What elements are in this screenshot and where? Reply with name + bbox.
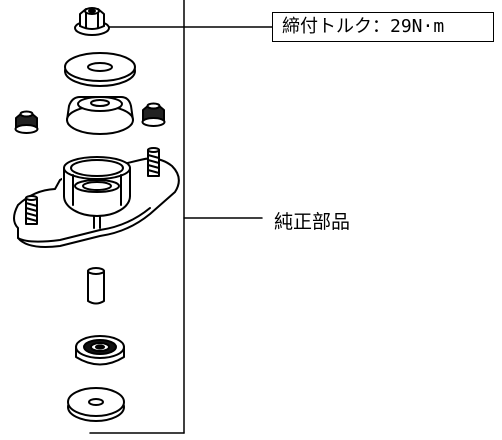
torque-callout-box: 締付トルク：29N·m xyxy=(272,12,494,42)
right-side-nut xyxy=(141,102,166,127)
left-side-nut xyxy=(14,110,39,134)
right-stud-bolt xyxy=(147,147,160,177)
left-stud-bolt xyxy=(25,195,38,225)
bracket-lines xyxy=(89,0,273,434)
strut-upper-support xyxy=(13,156,180,248)
bound-stopper-cushion xyxy=(66,96,134,135)
upper-washer xyxy=(64,52,136,87)
collar xyxy=(87,267,105,305)
torque-callout-text: 締付トルク：29N·m xyxy=(282,16,445,37)
top-flange-nut xyxy=(74,7,110,36)
lower-washer xyxy=(67,387,125,422)
genuine-part-label: 純正部品 xyxy=(274,211,351,233)
strut-bearing xyxy=(75,335,125,366)
